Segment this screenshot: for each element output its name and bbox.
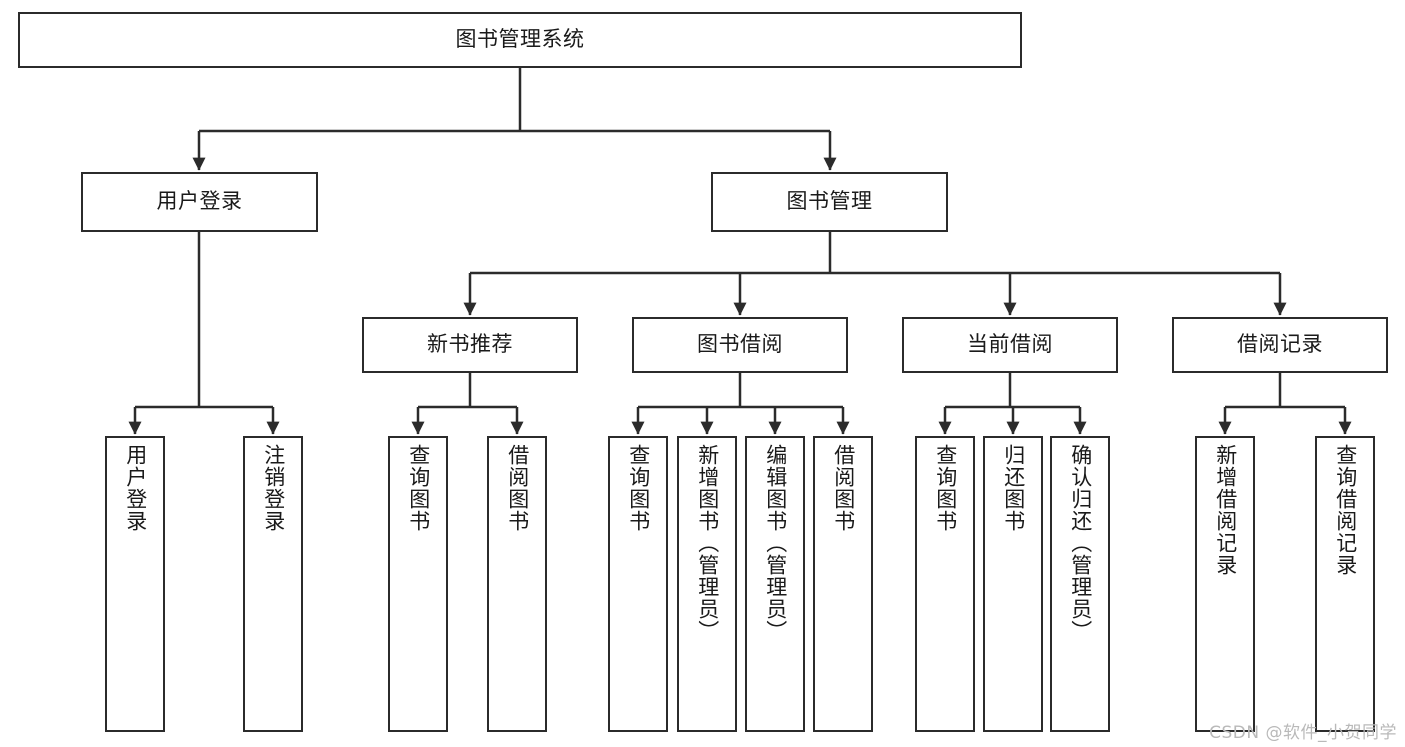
leaf-add-book-admin[interactable]: 新增图书（管理员）: [677, 436, 737, 732]
node-label: 用户登录: [123, 444, 148, 532]
node-label: 新书推荐: [427, 332, 513, 357]
node-label: 图书借阅: [697, 332, 783, 357]
leaf-add-borrow-record[interactable]: 新增借阅记录: [1195, 436, 1255, 732]
leaf-query-borrow-record[interactable]: 查询借阅记录: [1315, 436, 1375, 732]
node-label: 查询图书: [933, 444, 958, 532]
leaf-user-login[interactable]: 用户登录: [105, 436, 165, 732]
leaf-borrow-book[interactable]: 借阅图书: [813, 436, 873, 732]
node-new-book-recommend[interactable]: 新书推荐: [362, 317, 578, 373]
leaf-query-book-newbook[interactable]: 查询图书: [388, 436, 448, 732]
node-label: 图书管理系统: [455, 27, 585, 52]
node-label: 查询借阅记录: [1333, 444, 1358, 576]
node-root-system[interactable]: 图书管理系统: [18, 12, 1022, 68]
node-label: 当前借阅: [967, 332, 1053, 357]
node-book-borrow[interactable]: 图书借阅: [632, 317, 848, 373]
node-label: 确认归还（管理员）: [1068, 444, 1093, 642]
node-label: 借阅图书: [505, 444, 530, 532]
leaf-edit-book-admin[interactable]: 编辑图书（管理员）: [745, 436, 805, 732]
leaf-logout[interactable]: 注销登录: [243, 436, 303, 732]
leaf-query-book-borrow[interactable]: 查询图书: [608, 436, 668, 732]
leaf-borrow-book-newbook[interactable]: 借阅图书: [487, 436, 547, 732]
node-label: 归还图书: [1001, 444, 1026, 532]
node-label: 借阅记录: [1237, 332, 1323, 357]
node-user-login[interactable]: 用户登录: [81, 172, 318, 232]
node-label: 借阅图书: [831, 444, 856, 532]
node-label: 注销登录: [261, 444, 286, 532]
node-label: 编辑图书（管理员）: [763, 444, 788, 642]
node-borrow-record[interactable]: 借阅记录: [1172, 317, 1388, 373]
node-book-management[interactable]: 图书管理: [711, 172, 948, 232]
node-label: 查询图书: [406, 444, 431, 532]
node-current-borrow[interactable]: 当前借阅: [902, 317, 1118, 373]
node-label: 新增图书（管理员）: [695, 444, 720, 642]
leaf-confirm-return-admin[interactable]: 确认归还（管理员）: [1050, 436, 1110, 732]
node-label: 查询图书: [626, 444, 651, 532]
node-label: 新增借阅记录: [1213, 444, 1238, 576]
node-label: 图书管理: [786, 189, 873, 214]
leaf-query-book-current[interactable]: 查询图书: [915, 436, 975, 732]
csdn-watermark: CSDN @软件_小贺同学: [1209, 723, 1397, 743]
leaf-return-book[interactable]: 归还图书: [983, 436, 1043, 732]
node-label: 用户登录: [156, 189, 243, 214]
